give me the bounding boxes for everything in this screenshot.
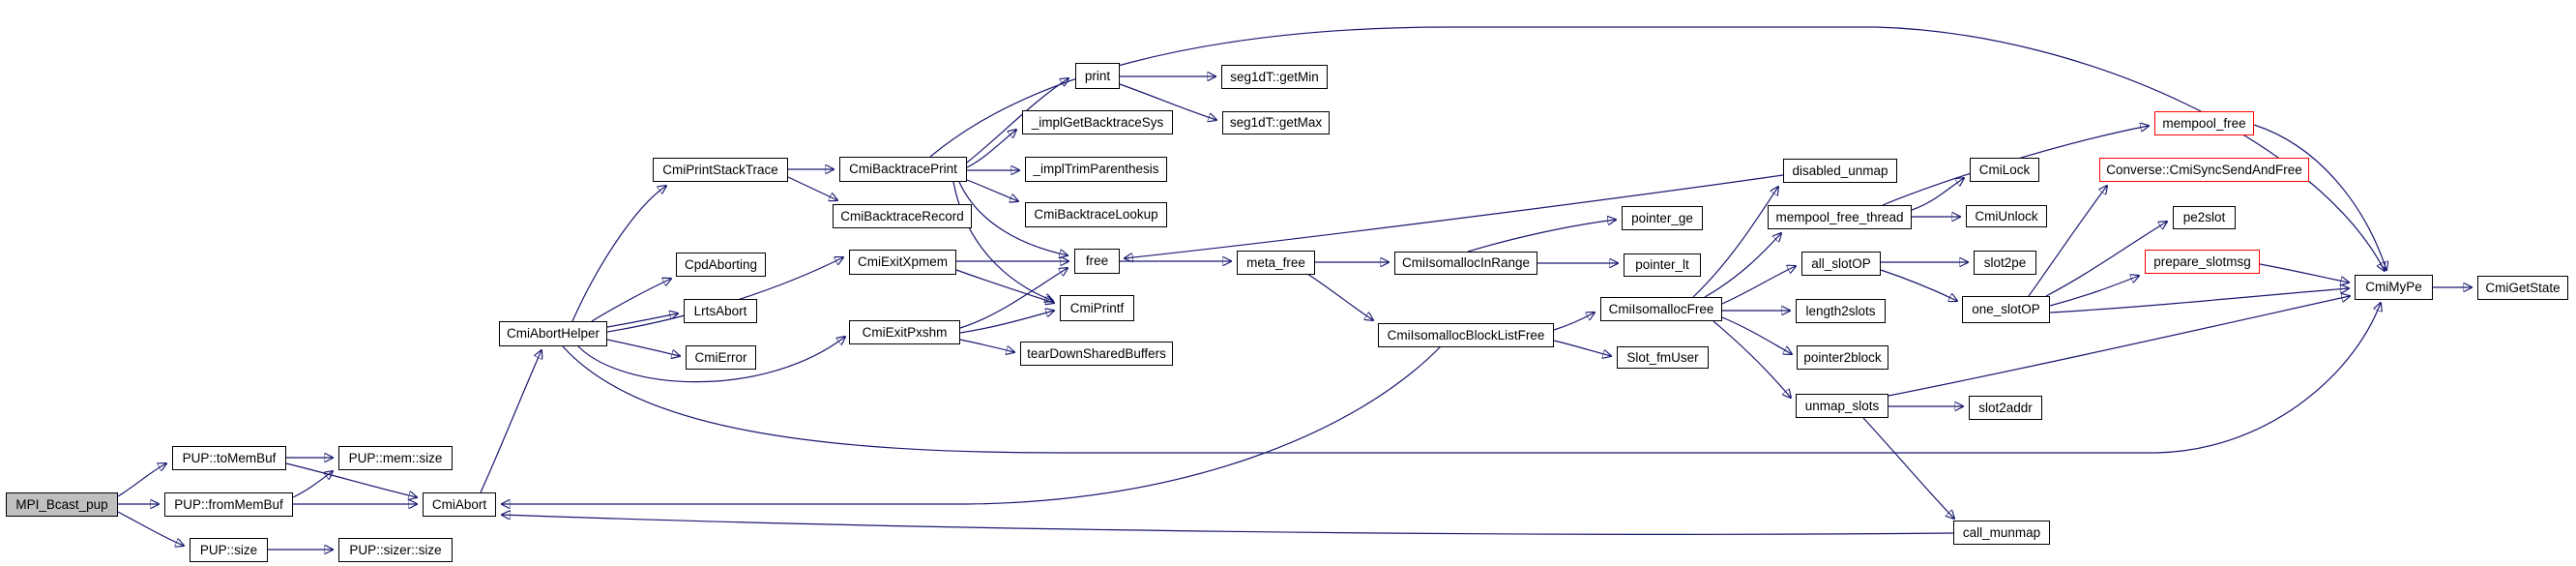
node-cmigetstate[interactable]: CmiGetState [2477, 276, 2568, 300]
edge-cmiisomallocfree-all_slotop [1721, 266, 1796, 305]
node-cmilock[interactable]: CmiLock [1970, 158, 2039, 182]
edge-cmiaborthelper-cmiexitpxshm [577, 337, 845, 383]
node-cmiisomallocfree[interactable]: CmiIsomallocFree [1600, 297, 1722, 321]
node-cmibacktraceprint[interactable]: CmiBacktracePrint [839, 157, 967, 182]
edge-disabled_unmap-free [1125, 174, 1784, 258]
edge-print-seg1dt_getmax [1119, 83, 1216, 120]
edge-cmiisomallocblocklistfree-cmiabort [502, 345, 1442, 504]
edge-unmap_slots-cmimype [1888, 296, 2350, 397]
node-cpdaborting[interactable]: CpdAborting [676, 253, 766, 277]
edge-one_slotop-pe2slot [2045, 222, 2167, 297]
edge-cmiaborthelper-cmimype [562, 303, 2381, 454]
node-teardownsharedbuffers[interactable]: tearDownSharedBuffers [1020, 342, 1173, 366]
node-slot2pe[interactable]: slot2pe [1974, 251, 2036, 275]
node-cmiprintstacktrace[interactable]: CmiPrintStackTrace [653, 158, 788, 182]
edge-cmiaborthelper-cmierror [606, 339, 680, 356]
node-pup-tomembuf[interactable]: PUP::toMemBuf [172, 446, 286, 470]
node-mempool-free[interactable]: mempool_free [2154, 111, 2254, 135]
edge-cmibacktraceprint-cmibacktracelookup [966, 179, 1018, 201]
edge-all_slotop-one_slotop [1880, 269, 1957, 301]
node-cmiisomallocblocklistfree[interactable]: CmiIsomallocBlockListFree [1378, 323, 1554, 347]
node-converse-cmisyncsendandfree[interactable]: Converse::CmiSyncSendAndFree [2099, 158, 2309, 182]
node-cmiexitpxshm[interactable]: CmiExitPxshm [849, 320, 960, 344]
edge-cmiexitxpmem-cmiprintf [955, 269, 1054, 303]
edge-cmibacktraceprint-free [958, 181, 1068, 255]
edge-cmiaborthelper-lrtsabort [606, 313, 678, 328]
edge-pup_tomembuf-cmiabort [285, 462, 417, 497]
edge-one_slotop-prepare_slotmsg [2049, 276, 2139, 307]
edge-cmiisomallocblocklistfree-cmiisomallocfree [1553, 313, 1595, 331]
node-mempool-free-thread[interactable]: mempool_free_thread [1768, 205, 1912, 229]
edge-cmiisomallocfree-pointer2block [1721, 316, 1792, 354]
node-pup-size[interactable]: PUP::size [190, 538, 268, 562]
edge-one_slotop-cmimype [2049, 288, 2349, 313]
edge-cmiisomallocfree-mempool_free_thread [1704, 233, 1781, 298]
node-pe2slot[interactable]: pe2slot [2173, 206, 2236, 229]
edge-cmibacktraceprint-cmiprintf [952, 181, 1053, 301]
node-all-slotop[interactable]: all_slotOP [1801, 252, 1881, 276]
node-pointer-ge[interactable]: pointer_ge [1622, 206, 1703, 230]
node-pup-sizer-size[interactable]: PUP::sizer::size [338, 538, 453, 562]
node-cmiaborthelper[interactable]: CmiAbortHelper [499, 321, 607, 346]
node-cmiexitxpmem[interactable]: CmiExitXpmem [849, 250, 956, 275]
node-cmibacktracelookup[interactable]: CmiBacktraceLookup [1025, 202, 1167, 227]
node-impl-trim-parenthesis[interactable]: _implTrimParenthesis [1025, 157, 1167, 182]
node-impl-get-backtrace-sys[interactable]: _implGetBacktraceSys [1022, 110, 1173, 134]
edge-mempool_free_thread-cmilock [1911, 178, 1964, 211]
node-mpi-bcast-pup[interactable]: MPI_Bcast_pup [6, 492, 118, 517]
edge-mempool_free-cmimype [2253, 124, 2386, 270]
edge-mpi_bcast_pup-pup_tomembuf [117, 463, 166, 497]
edge-cmiaborthelper-cpdaborting [591, 279, 671, 322]
node-unmap-slots[interactable]: unmap_slots [1796, 394, 1888, 418]
node-one-slotop[interactable]: one_slotOP [1962, 296, 2050, 323]
node-cmiabort[interactable]: CmiAbort [423, 492, 496, 517]
node-print[interactable]: print [1075, 63, 1120, 89]
edge-cmiisomallocblocklistfree-slot_fmuser [1553, 340, 1611, 356]
node-lrtsabort[interactable]: LrtsAbort [684, 299, 757, 323]
edge-cmiprintstacktrace-cmibacktracerecord [787, 176, 837, 200]
edge-cmiaborthelper-cmiprintstacktrace [571, 186, 666, 322]
node-cmiunlock[interactable]: CmiUnlock [1966, 205, 2047, 227]
edge-prepare_slotmsg-cmimype [2259, 263, 2349, 283]
edge-cmiexitpxshm-cmiprintf [959, 311, 1054, 334]
node-pup-mem-size[interactable]: PUP::mem::size [338, 446, 453, 470]
node-cmimype[interactable]: CmiMyPe [2355, 275, 2433, 300]
node-seg1dt-getmax[interactable]: seg1dT::getMax [1222, 111, 1330, 134]
edge-cmibacktraceprint-impl_get_backtrace_sys [966, 130, 1016, 168]
node-disabled-unmap[interactable]: disabled_unmap [1783, 159, 1897, 183]
node-seg1dt-getmin[interactable]: seg1dT::getMin [1221, 65, 1328, 89]
node-cmiisomallocinrange[interactable]: CmiIsomallocInRange [1394, 252, 1537, 275]
edge-cmiexitpxshm-teardownsharedbuffers [959, 339, 1014, 352]
node-meta-free[interactable]: meta_free [1237, 251, 1315, 275]
node-cmiprintf[interactable]: CmiPrintf [1060, 295, 1134, 321]
edge-cmiisomallocinrange-pointer_ge [1467, 220, 1616, 253]
edge-cmiisomallocfree-unmap_slots [1712, 320, 1791, 398]
node-pointer2block[interactable]: pointer2block [1797, 345, 1888, 370]
edge-pup_frommembuf-pup_mem_size [292, 471, 333, 498]
node-cmibacktracerecord[interactable]: CmiBacktraceRecord [833, 204, 972, 228]
node-free[interactable]: free [1074, 249, 1120, 274]
node-cmierror[interactable]: CmiError [686, 345, 756, 370]
edge-cmiabort-cmiaborthelper [480, 350, 542, 493]
edge-one_slotop-converse_cmisyncsendandfree [2028, 186, 2107, 297]
node-slot2addr[interactable]: slot2addr [1969, 396, 2042, 420]
node-pup-frommembuf[interactable]: PUP::fromMemBuf [164, 492, 293, 517]
node-call-munmap[interactable]: call_munmap [1953, 521, 2050, 545]
node-prepare-slotmsg[interactable]: prepare_slotmsg [2145, 250, 2260, 274]
edge-meta_free-cmiisomallocblocklistfree [1306, 273, 1373, 320]
edge-unmap_slots-call_munmap [1862, 417, 1954, 519]
edge-cmiexitpxshm-free [959, 268, 1068, 329]
edge-mpi_bcast_pup-pup_size [117, 511, 184, 546]
node-length2slots[interactable]: length2slots [1796, 299, 1886, 323]
edge-cmiisomallocfree-disabled_unmap [1692, 187, 1778, 298]
edge-call_munmap-cmiabort [502, 515, 1954, 535]
edge-cmibacktraceprint-cmimype [929, 26, 2385, 271]
node-slot-fmuser[interactable]: Slot_fmUser [1617, 346, 1709, 369]
node-pointer-lt[interactable]: pointer_lt [1624, 253, 1701, 277]
edge-cmibacktraceprint-print [966, 78, 1068, 164]
